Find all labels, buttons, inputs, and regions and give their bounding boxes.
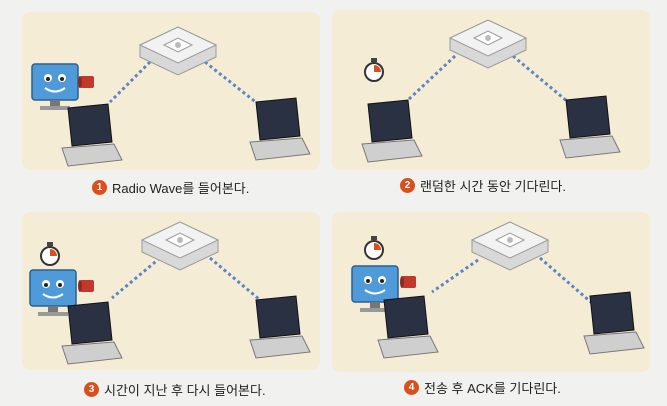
step-number-badge: 1 [92,180,107,195]
monitor-icon [31,63,79,111]
can-phone-icon [78,76,94,88]
can-phone-icon [78,280,94,292]
step-number-badge: 2 [400,178,415,193]
laptop-icon [583,291,645,355]
caption-text: 랜덤한 시간 동안 기다린다. [420,179,567,194]
panel-1-art [31,26,311,167]
laptop-icon [377,295,439,359]
timer-icon [40,241,60,266]
caption-step-1: 1 Radio Wave를 들어본다. [92,178,249,197]
access-point-icon [449,19,527,69]
can-phone-icon [400,276,416,288]
laptop-icon [249,97,311,161]
access-point-icon [139,26,217,76]
caption-text: Radio Wave를 들어본다. [112,181,250,196]
timer-icon [364,57,384,82]
laptop-icon [361,99,423,163]
step-number-badge: 3 [84,382,99,397]
caption-text: 전송 후 ACK를 기다린다. [424,381,561,396]
access-point-icon [471,221,549,271]
laptop-icon [61,103,123,167]
step-number-badge: 4 [404,380,419,395]
caption-text: 시간이 지난 후 다시 들어본다. [104,383,266,398]
panel-3-art [29,221,311,365]
laptop-icon [249,295,311,359]
caption-step-3: 3 시간이 지난 후 다시 들어본다. [84,380,266,399]
caption-step-2: 2 랜덤한 시간 동안 기다린다. [400,176,566,195]
laptop-icon [559,95,621,159]
caption-step-4: 4 전송 후 ACK를 기다린다. [404,378,561,397]
laptop-icon [61,301,123,365]
panel-2-art [361,19,621,163]
panel-4-art [351,221,645,359]
timer-icon [364,235,384,260]
